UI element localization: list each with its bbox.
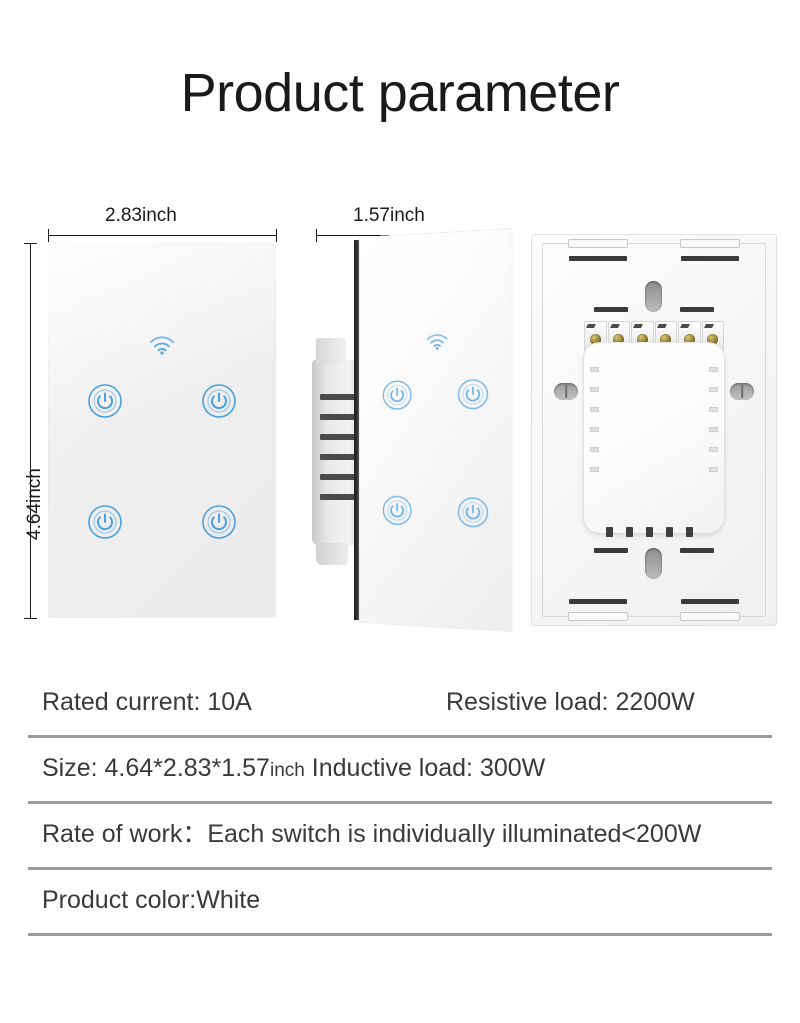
- width-dimension-line: [48, 235, 276, 236]
- power-button-4[interactable]: [201, 504, 237, 545]
- rated-current-label: Rated current: 10A: [42, 688, 252, 716]
- mounting-tab-bottom-right: [680, 612, 740, 621]
- height-dimension-label: 4.64inch: [24, 468, 45, 540]
- module-vent: [590, 467, 599, 472]
- power-button-1[interactable]: [381, 379, 412, 416]
- mounting-slot-bottom-left: [569, 599, 627, 604]
- power-button-4[interactable]: [456, 496, 488, 534]
- back-plate-frame: [542, 243, 766, 617]
- contact-pin-bottom-right: [680, 548, 714, 553]
- width-dimension-label: 2.83inch: [105, 205, 177, 226]
- module-vent: [590, 367, 599, 372]
- height-dimension-cap-bottom: [24, 618, 37, 619]
- contact-pin-bottom-left: [594, 548, 628, 553]
- spec-row-size: Size: 4.64*2.83*1.57inch Inductive load:…: [28, 738, 772, 804]
- depth-dimension-cap-left: [316, 229, 317, 242]
- product-figures: 2.83inch 1.57inch 4.64inch: [0, 205, 800, 645]
- power-button-grid: [360, 378, 512, 535]
- width-dimension-cap-right: [276, 229, 277, 242]
- width-dimension-cap-left: [48, 229, 49, 242]
- mounting-slot-top-right: [681, 256, 739, 261]
- housing-top-nub: [316, 338, 346, 364]
- module-vent: [709, 467, 718, 472]
- contact-pin-right: [680, 307, 714, 312]
- module-vent: [709, 447, 718, 452]
- module-bottom-tooth: [626, 527, 633, 537]
- inductive-load-label: Inductive load: 300W: [311, 754, 546, 782]
- switch-angled-view: [306, 228, 516, 632]
- power-button-3[interactable]: [87, 504, 123, 545]
- module-bottom-tooth: [666, 527, 673, 537]
- height-dimension-cap-top: [24, 243, 37, 244]
- mounting-slot-top-left: [569, 256, 627, 261]
- mounting-tab-top-left: [568, 239, 628, 248]
- module-vent: [709, 407, 718, 412]
- mounting-tab-top-right: [680, 239, 740, 248]
- spec-row-current: Rated current: 10A Resistive load: 2200W: [28, 672, 772, 738]
- module-bottom-tooth: [606, 527, 613, 537]
- module-bottom-tooth: [646, 527, 653, 537]
- module-vent: [590, 387, 599, 392]
- module-vent: [590, 447, 599, 452]
- mounting-slot-bottom-right: [681, 599, 739, 604]
- mounting-tab-bottom-left: [568, 612, 628, 621]
- module-vent: [709, 367, 718, 372]
- wifi-icon: [149, 336, 175, 360]
- module-bottom-tooth: [686, 527, 693, 537]
- resistive-load-label: Resistive load: 2200W: [446, 688, 695, 716]
- spec-row-color: Product color:White: [28, 870, 772, 936]
- page-title: Product parameter: [180, 63, 620, 123]
- rate-of-work-label: Rate of work：Each switch is individually…: [42, 820, 702, 848]
- size-label: Size: 4.64*2.83*1.57: [42, 754, 270, 782]
- housing-vent: [320, 454, 356, 460]
- product-color-label: Product color:White: [42, 886, 261, 914]
- height-dimension-line: [30, 243, 31, 618]
- module-vent: [590, 427, 599, 432]
- housing-vent: [320, 434, 356, 440]
- power-button-2[interactable]: [201, 383, 237, 424]
- housing-vent: [320, 494, 356, 500]
- side-screw-hole-right: [730, 383, 754, 400]
- power-button-grid: [48, 383, 276, 545]
- depth-dimension-label: 1.57inch: [353, 205, 425, 226]
- module-vent: [709, 387, 718, 392]
- power-button-3[interactable]: [381, 494, 412, 531]
- side-screw-hole-left: [554, 383, 578, 400]
- housing-bottom-foot: [316, 543, 348, 565]
- power-button-1[interactable]: [87, 383, 123, 424]
- switch-module-body: [584, 343, 724, 537]
- module-vent: [590, 407, 599, 412]
- housing-vent: [320, 394, 356, 400]
- contact-pin-left: [594, 307, 628, 312]
- switch-front-view: [48, 243, 276, 618]
- screw-hole-top: [645, 281, 662, 312]
- size-unit-label: inch: [269, 760, 305, 781]
- specification-table: Rated current: 10A Resistive load: 2200W…: [28, 672, 772, 936]
- module-vent: [709, 427, 718, 432]
- spec-row-rate-of-work: Rate of work：Each switch is individually…: [28, 804, 772, 870]
- switch-back-view: [532, 235, 776, 625]
- angled-glass-face: [360, 228, 512, 632]
- housing-vent: [320, 474, 356, 480]
- wifi-icon: [426, 333, 449, 355]
- housing-vent: [320, 414, 356, 420]
- screw-hole-bottom: [645, 548, 662, 579]
- power-button-2[interactable]: [456, 378, 488, 416]
